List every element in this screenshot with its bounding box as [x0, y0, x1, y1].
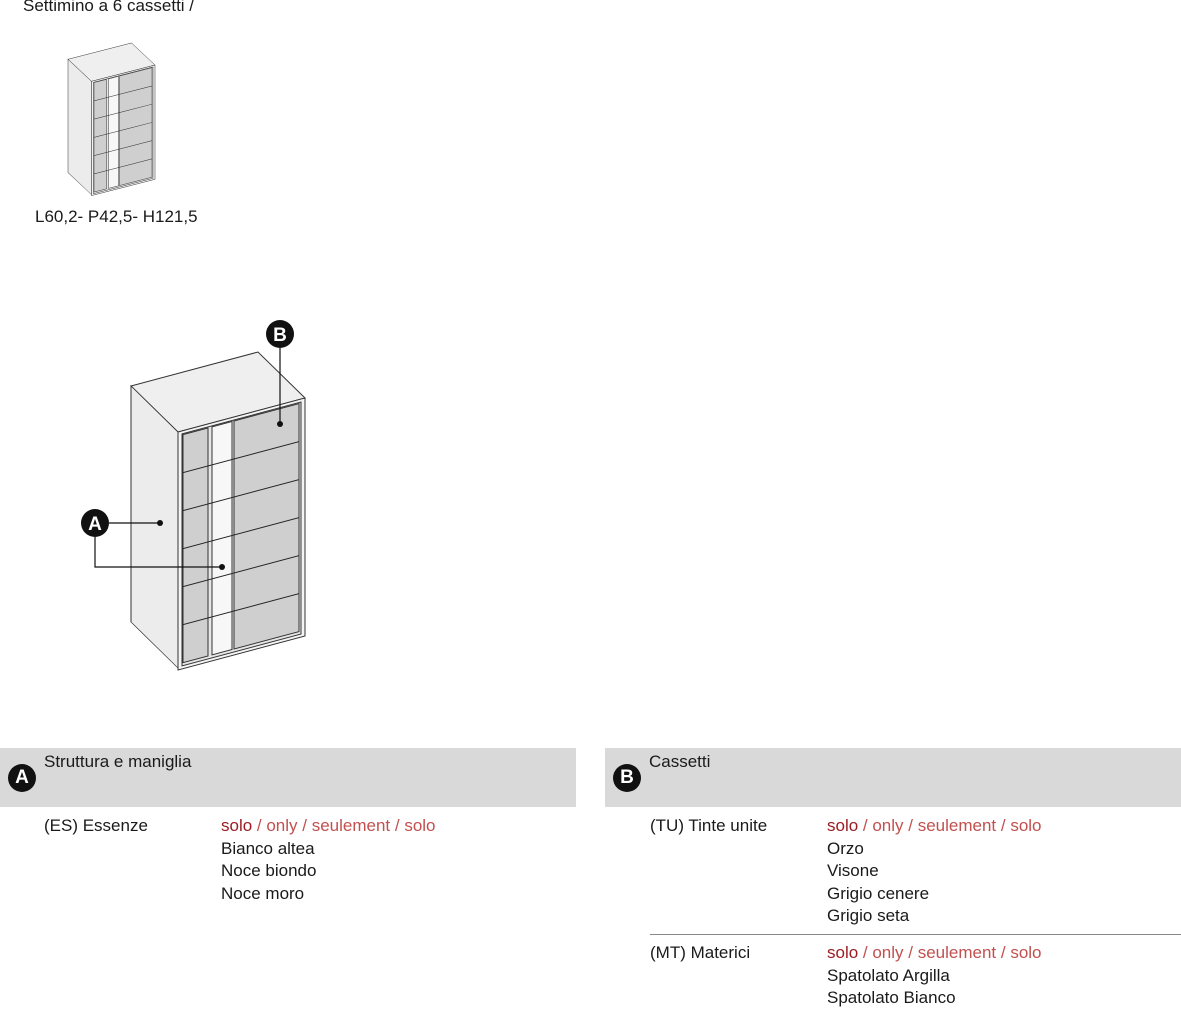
section-a-badge: A: [8, 764, 36, 792]
finish-option: Orzo: [827, 838, 864, 858]
only-note-primary: solo: [221, 816, 253, 835]
callout-lines: [94, 348, 281, 568]
only-note-secondary: / only / seulement / solo: [858, 816, 1042, 835]
section-a-title: Struttura e maniglia: [44, 752, 192, 771]
finish-label: (ES) Essenze: [44, 816, 148, 835]
finish-option: Noce biondo: [221, 861, 317, 880]
section-b-badge: B: [613, 764, 641, 792]
finish-option: Bianco altea: [221, 838, 315, 858]
finish-option: Grigio cenere: [827, 883, 930, 903]
only-note-primary: solo: [827, 816, 859, 835]
finish-option: Spatolato Argilla: [827, 965, 950, 985]
cabinet-thumbnail: [67, 42, 156, 196]
callout-a-label: A: [88, 514, 102, 535]
callout-a-marker: [81, 509, 109, 537]
callout-b-label: B: [273, 325, 287, 346]
only-note-secondary: / only / seulement / solo: [252, 816, 436, 835]
section-a-header: A Struttura e maniglia: [0, 748, 576, 807]
finish-option: Spatolato Bianco: [827, 988, 956, 1007]
product-title: Settimino a 6 cassetti /: [23, 0, 195, 15]
callout-b-marker: [266, 320, 294, 348]
finish-option: Visone: [827, 861, 879, 880]
finish-label: (MT) Materici: [650, 943, 751, 962]
finish-option: Noce moro: [221, 883, 305, 903]
finish-option: Grigio seta: [827, 906, 910, 925]
section-b-header: B Cassetti: [605, 748, 1181, 807]
cabinet-illustrations: B A: [67, 42, 306, 671]
finish-label: (TU) Tinte unite: [650, 816, 768, 835]
product-dimensions: L60,2- P42,5- H121,5: [35, 207, 198, 226]
cabinet-diagram: [130, 351, 306, 671]
only-note-primary: solo: [827, 943, 859, 962]
only-note-secondary: / only / seulement / solo: [858, 943, 1042, 962]
row-divider: [650, 934, 1181, 935]
section-b-title: Cassetti: [649, 752, 711, 771]
